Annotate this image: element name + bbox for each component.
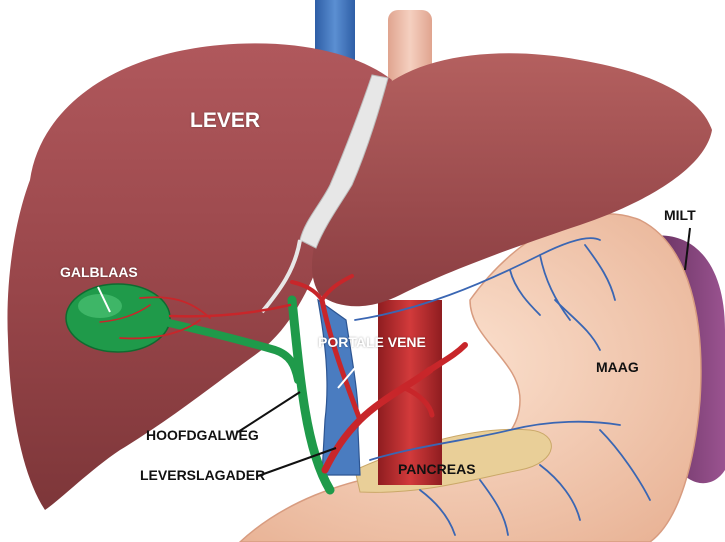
label-lever: LEVER [190, 110, 260, 131]
label-hoofdgalweg: HOOFDGALWEG [146, 428, 259, 442]
label-maag: MAAG [596, 360, 639, 374]
label-milt: MILT [664, 208, 696, 222]
gallbladder [66, 284, 170, 352]
label-portale-vene: PORTALE VENE [318, 335, 426, 349]
gallbladder-highlight [78, 294, 122, 318]
label-pancreas: PANCREAS [398, 462, 476, 476]
leader-line-hoofdgalweg [238, 392, 300, 432]
label-galblaas: GALBLAAS [60, 265, 138, 279]
label-leverslagader: LEVERSLAGADER [140, 468, 265, 482]
